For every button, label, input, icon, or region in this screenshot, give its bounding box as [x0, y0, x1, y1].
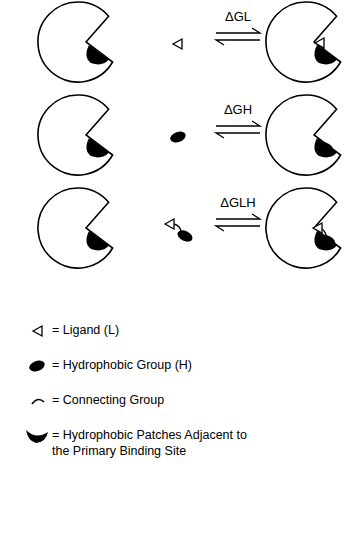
legend-text: = Connecting Group — [52, 393, 164, 409]
legend-hydrophobic-symbol — [28, 359, 46, 374]
receptor-bound — [266, 2, 341, 82]
receptor-free — [38, 188, 113, 268]
legend-ligand-symbol — [33, 326, 42, 336]
equilibrium-arrows — [216, 214, 260, 231]
receptor-free — [38, 2, 113, 82]
receptor-bound — [266, 188, 341, 268]
legend-patch-symbol — [26, 430, 48, 443]
free-energy-label: ΔGLH — [220, 195, 255, 211]
receptor-free — [38, 95, 113, 175]
equilibrium-arrows — [216, 28, 260, 45]
ligand — [173, 39, 182, 49]
free-energy-label: ΔGL — [225, 9, 251, 25]
legend-text: = Hydrophobic Group (H) — [52, 358, 192, 374]
hydrophobic-group — [169, 130, 187, 145]
equilibrium-arrows — [216, 121, 260, 138]
linked-ligand — [165, 219, 194, 244]
legend-text: = Hydrophobic Patches Adjacent to the Pr… — [52, 428, 257, 459]
legend-connector-symbol — [32, 399, 44, 404]
receptor-bound — [266, 95, 341, 175]
free-energy-label: ΔGH — [224, 102, 252, 118]
legend-text: = Ligand (L) — [52, 323, 119, 339]
